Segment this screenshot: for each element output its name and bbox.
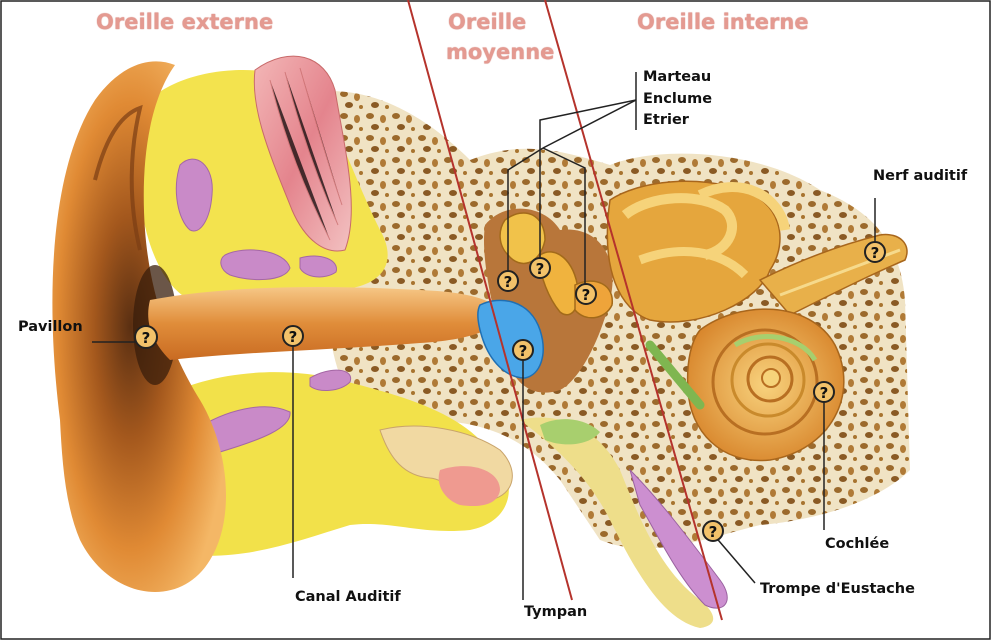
label-nerf-auditif: Nerf auditif (873, 167, 967, 186)
marker-canal[interactable]: ? (289, 328, 298, 346)
marker-pavillon[interactable]: ? (142, 329, 151, 347)
label-trompe-eustache: Trompe d'Eustache (760, 580, 915, 599)
label-etrier: Etrier (643, 111, 689, 130)
marker-trompe[interactable]: ? (709, 523, 718, 541)
region-outer-ear: Oreille externe (96, 10, 273, 34)
marker-marteau[interactable]: ? (536, 260, 545, 278)
marker-etrier[interactable]: ? (504, 273, 513, 291)
marker-tympan[interactable]: ? (519, 342, 528, 360)
label-cochlee: Cochlée (825, 535, 889, 554)
region-middle-ear-line2: moyenne (446, 40, 554, 64)
marker-cochlee[interactable]: ? (820, 384, 829, 402)
label-tympan: Tympan (524, 603, 587, 622)
label-marteau: Marteau (643, 68, 711, 87)
label-pavillon: Pavillon (18, 318, 83, 337)
region-inner-ear: Oreille interne (637, 10, 809, 34)
label-enclume: Enclume (643, 90, 712, 109)
marker-enclume[interactable]: ? (582, 286, 591, 304)
label-canal-auditif: Canal Auditif (295, 588, 401, 607)
region-middle-ear-line1: Oreille (448, 10, 526, 34)
marker-nerf[interactable]: ? (871, 244, 880, 262)
